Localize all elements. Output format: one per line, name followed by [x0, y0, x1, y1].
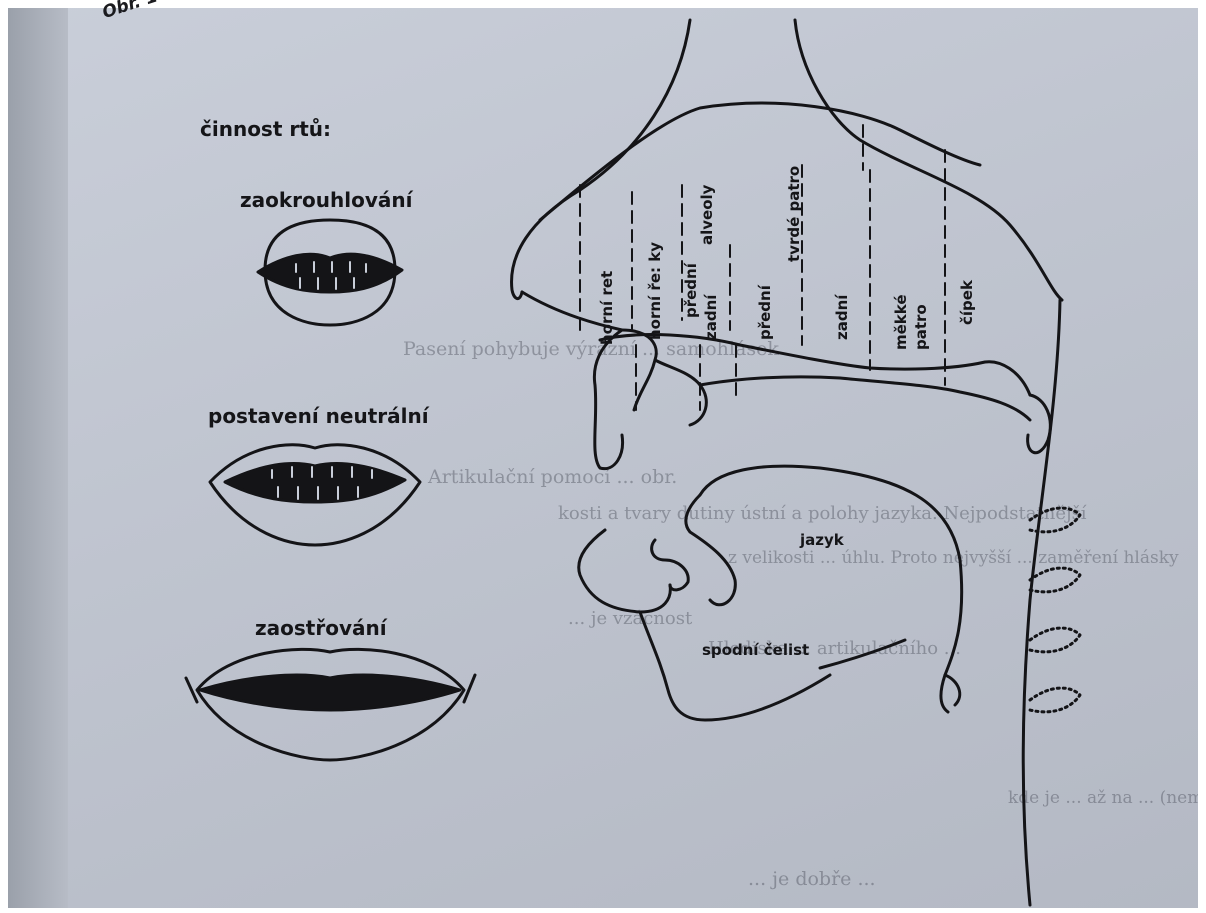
label-hard-palate: tvrdé patro [785, 166, 803, 262]
region-boundaries [580, 125, 945, 410]
label-alveoli: alveoly [698, 184, 716, 245]
label-lips-rounding: zaokrouhlování [240, 188, 412, 212]
label-alveoli-front: přední [682, 262, 700, 318]
label-lips-spreading: zaostřování [255, 616, 387, 640]
label-lower-jaw: spodní čelist [702, 641, 809, 659]
lips-neutral-illustration [210, 445, 420, 545]
lips-rounded-illustration [258, 220, 402, 325]
vocal-tract-outline [512, 20, 1062, 905]
label-hard-palate-front: přední [756, 284, 774, 340]
label-soft-palate-2: patro [912, 304, 930, 350]
label-hard-palate-back: zadní [833, 294, 851, 340]
region-labels: horní ret horní ře: ky alveoly přední za… [598, 166, 976, 659]
label-upper-lip: horní ret [598, 271, 616, 345]
label-soft-palate-1: měkké [892, 294, 910, 350]
label-lips-neutral: postavení neutrální [208, 404, 429, 428]
label-upper-teeth: horní ře: ky [646, 242, 664, 340]
label-tongue: jazyk [799, 531, 845, 549]
label-alveoli-back: zadní [702, 294, 720, 340]
lips-spread-illustration [186, 649, 475, 760]
label-uvula: čípek [958, 279, 976, 325]
lips-heading: činnost rtů: [200, 117, 331, 141]
